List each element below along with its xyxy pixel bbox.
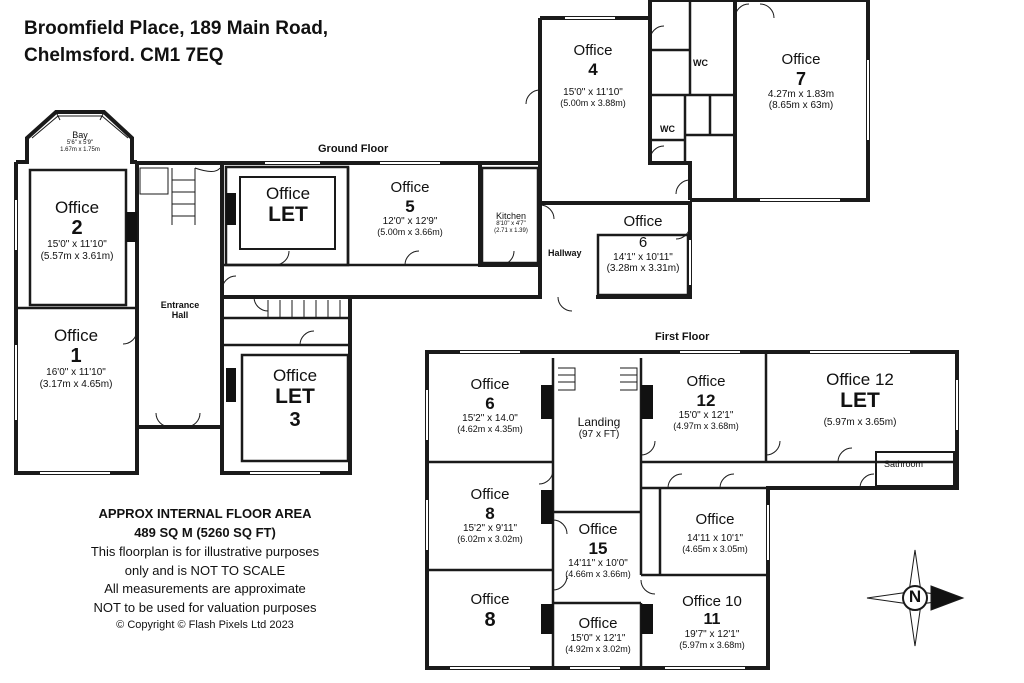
compass-north-label: N	[908, 587, 922, 606]
room-wc-1: WC	[693, 58, 708, 68]
first-floor-windows	[426, 351, 958, 669]
ground-stairs	[139, 167, 341, 318]
compass-rose	[866, 549, 965, 647]
room-hallway: Hallway	[548, 248, 582, 258]
first-fireplaces	[541, 385, 653, 634]
room-office-4: Office 4 15'0" x 11'10" (5.00m x 3.88m)	[560, 42, 626, 109]
room-office-5: Office 5 12'0" x 12'9" (5.00m x 3.66m)	[377, 179, 443, 238]
room-office-let-top: Office LET	[265, 184, 311, 227]
info-heading: APPROX INTERNAL FLOOR AREA	[98, 506, 312, 521]
room-office-15: Office 15 14'11" x 10'0" (4.66m x 3.66m)	[565, 521, 631, 580]
room-office-2: Office 2 15'0" x 11'10" (5.57m x 3.61m)	[40, 198, 114, 262]
page-title: Broomfield Place, 189 Main Road, Chelmsf…	[24, 16, 328, 69]
room-office-12-let: Office 12 LET (5.97m x 3.65m)	[823, 370, 897, 428]
info-copyright: © Copyright © Flash Pixels Ltd 2023	[116, 619, 294, 632]
room-entrance-hall: Entrance Hall	[160, 300, 200, 321]
room-landing: Landing (97 x FT)	[577, 415, 621, 441]
room-office-right: Office 14'11 x 10'1" (4.65m x 3.05m)	[682, 511, 748, 554]
ground-doors	[122, 3, 775, 428]
room-bathroom: Sathroom	[884, 459, 924, 469]
bay-window-lines	[31, 111, 129, 139]
room-office-6-ground: Office 6 14'1" x 10'11" (3.28m x 3.31m)	[606, 213, 680, 274]
info-area: 489 SQ M (5260 SQ FT)	[134, 524, 276, 540]
first-floor-label: First Floor	[655, 331, 710, 343]
room-kitchen: Kitchen 8'10" x 4'7" (2.71 x 1.39)	[494, 211, 528, 234]
first-stairs	[558, 367, 638, 391]
info-disclaimer-1: This floorplan is for illustrative purpo…	[90, 543, 320, 559]
room-wc-2: WC	[660, 124, 675, 134]
windows	[15, 17, 869, 474]
room-office-8b: Office 8	[470, 591, 510, 631]
room-office-10-11: Office 10 11 19'7" x 12'1" (5.97m x 3.68…	[679, 593, 745, 650]
room-office-12: Office 12 15'0" x 12'1" (4.97m x 3.68m)	[673, 373, 739, 432]
room-office-let-3: Office LET 3	[272, 366, 318, 431]
first-doors	[538, 440, 875, 595]
room-office-7: Office 7 4.27m x 1.83m (8.65m x 63m)	[767, 51, 835, 112]
room-bay: Bay 5'6" x 5'9" 1.67m x 1.75m	[60, 130, 100, 153]
floor-area-info: APPROX INTERNAL FLOOR AREA 489 SQ M (526…	[40, 505, 370, 634]
room-office-8a: Office 8 15'2" x 9'11" (6.02m x 3.02m)	[457, 486, 523, 545]
fireplaces	[126, 193, 236, 402]
info-disclaimer-3: All measurements are approximate	[104, 581, 306, 597]
room-office-1: Office 1 16'0" x 11'10" (3.17m x 4.65m)	[39, 326, 113, 390]
title-line-2: Chelmsford. CM1 7EQ	[24, 44, 224, 66]
title-line-1: Broomfield Place, 189 Main Road,	[24, 18, 329, 39]
room-office-small: Office 15'0" x 12'1" (4.92m x 3.02m)	[565, 615, 631, 654]
info-disclaimer-4: NOT to be used for valuation purposes	[93, 600, 317, 616]
info-disclaimer-2: only and is NOT TO SCALE	[124, 562, 286, 578]
room-office-6-first: Office 6 15'2" x 14.0" (4.62m x 4.35m)	[457, 376, 523, 435]
ground-floor-label: Ground Floor	[318, 143, 389, 155]
